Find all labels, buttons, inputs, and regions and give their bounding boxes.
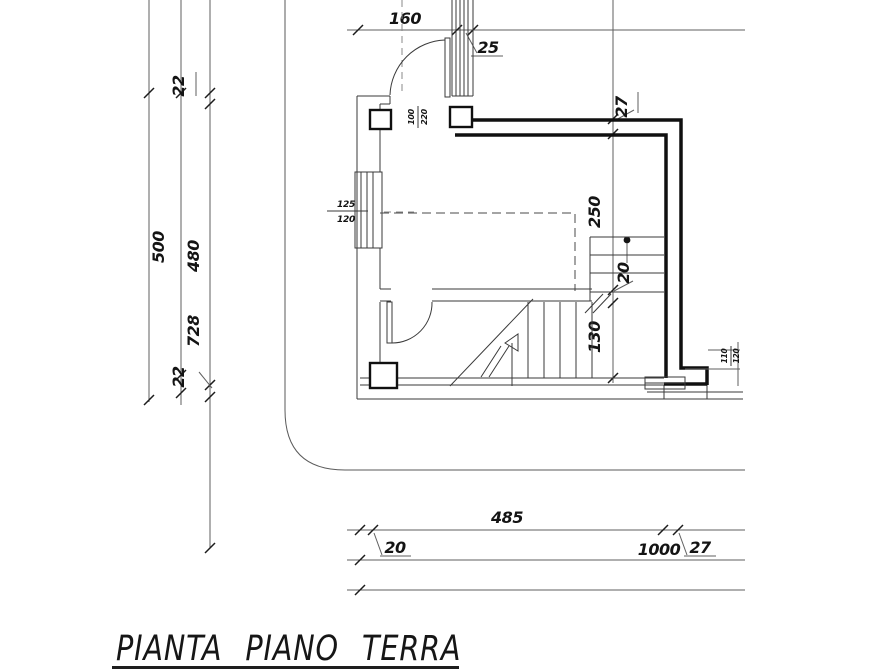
column-top-left	[368, 108, 393, 131]
interior-door-arc	[391, 301, 433, 344]
dimension-line-top: 160 25	[347, 9, 745, 57]
stair-walkline-dot	[623, 236, 631, 244]
projection-dashed	[380, 212, 576, 291]
window-size-den: 120	[337, 215, 355, 225]
dim-left-lower: 728	[184, 315, 203, 347]
dim-right-flight: 130	[585, 321, 604, 353]
door-size-label: 100 220	[407, 106, 429, 128]
dim-bottom-small: 20	[384, 538, 406, 557]
column-bottom-left	[368, 361, 399, 390]
outer-walls	[356, 95, 743, 400]
door-leaf	[444, 37, 451, 98]
interior-wall	[380, 288, 592, 302]
column-top-right	[448, 105, 474, 129]
dim-right-wall: 27	[612, 95, 631, 118]
entrance-door: 100 220	[389, 0, 451, 128]
top-wall-pier	[451, 0, 474, 97]
drawing-title: PIANTA PIANO TERRA	[116, 629, 462, 669]
dim-bottom-total: 1000	[638, 540, 681, 559]
svg-text:120: 120	[732, 349, 741, 364]
dimension-chain-right: 27 250 20 130	[585, 0, 639, 384]
dimension-chain-left: 22 500 480 728 22	[143, 0, 216, 554]
dim-left-top-gap: 22	[169, 75, 188, 97]
dim-left-total: 500	[149, 231, 168, 263]
dim-top-width: 160	[389, 9, 421, 28]
step-size-label: 110 120	[720, 346, 741, 366]
stairs-lower-flight	[449, 293, 612, 387]
dim-bottom-wall: 27	[689, 538, 712, 557]
stair-walkline	[449, 298, 534, 387]
left-window: 125 120	[327, 171, 414, 249]
stairs-upper-flight	[589, 236, 664, 301]
dim-left-inner: 480	[184, 240, 203, 273]
dim-right-room: 250	[585, 196, 604, 228]
dimension-lines-bottom: 485 20 1000 27	[347, 508, 745, 596]
dim-top-wall: 25	[477, 38, 499, 57]
interior-door	[386, 301, 433, 344]
window-size-num: 125	[337, 200, 355, 210]
site-kerb-line	[284, 0, 745, 471]
bold-walls	[368, 105, 709, 390]
step-dimension: 110 120	[685, 342, 741, 386]
svg-text:220: 220	[420, 108, 429, 125]
interior-door-leaf	[386, 301, 393, 344]
dim-bottom-span: 485	[490, 508, 523, 527]
door-swing-arc	[389, 39, 446, 96]
dim-left-bottom-gap: 22	[169, 366, 188, 388]
svg-text:100: 100	[407, 108, 416, 125]
svg-text:110: 110	[720, 349, 729, 364]
title-underline	[112, 666, 459, 669]
